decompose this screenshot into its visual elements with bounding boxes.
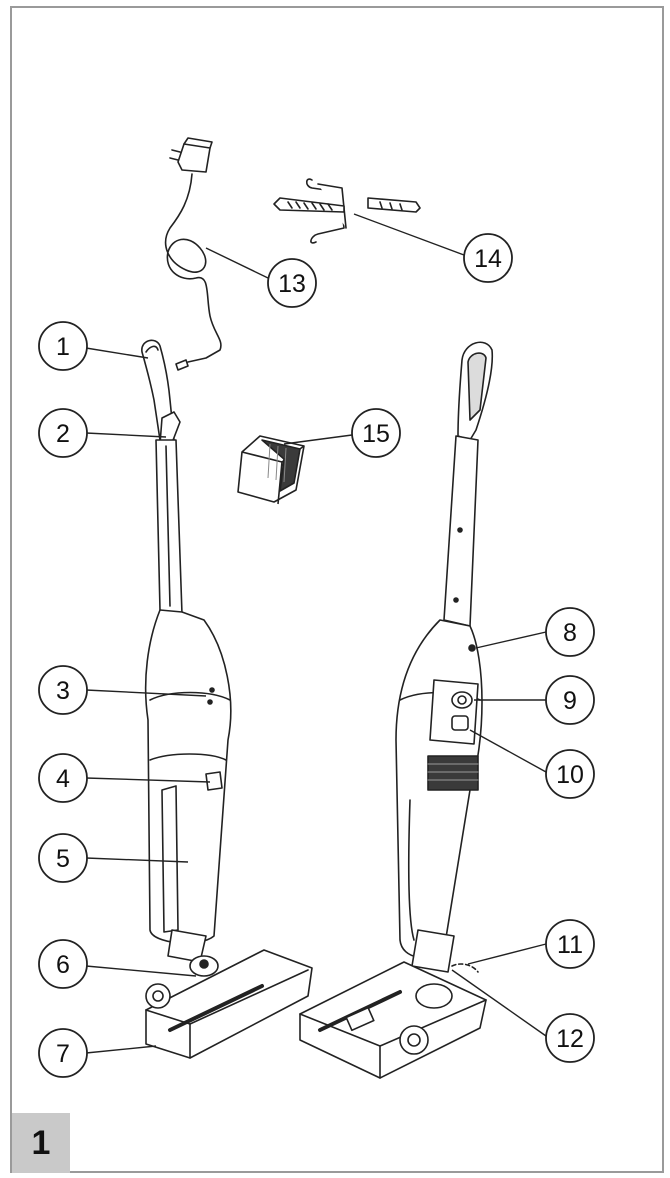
callout-2-label: 2 [56, 420, 70, 448]
callout-15-label: 15 [362, 420, 390, 448]
wall-bracket-illustration [273, 178, 421, 244]
callout-13-label: 13 [278, 270, 306, 298]
callout-6-label: 6 [56, 951, 70, 979]
callout-9-circle [545, 675, 595, 725]
figure-number: 1 [31, 1123, 51, 1162]
filter-illustration [237, 435, 305, 505]
callout-8-circle [545, 607, 595, 657]
charger-illustration [164, 137, 222, 371]
callout-14-circle [463, 233, 513, 283]
callout-4-circle [38, 753, 88, 803]
callout-8-label: 8 [563, 619, 577, 647]
callout-7-label: 7 [56, 1040, 70, 1068]
callout-2-circle [38, 408, 88, 458]
callout-12-label: 12 [556, 1025, 584, 1053]
callout-11-label: 11 [557, 931, 583, 959]
callout-11-circle [545, 919, 595, 969]
callout-10-label: 10 [556, 761, 584, 789]
callout-10-circle [545, 749, 595, 799]
callout-7-circle [38, 1028, 88, 1078]
callout-1-label: 1 [56, 333, 70, 361]
figure-number-tab: 1 [12, 1113, 70, 1173]
vacuum-front-view [141, 339, 313, 1059]
leader-lines [85, 213, 547, 1054]
callout-5-circle [38, 833, 88, 883]
callout-6-circle [38, 939, 88, 989]
callout-circles [38, 233, 595, 1078]
callout-5-label: 5 [56, 845, 70, 873]
callout-4-label: 4 [56, 765, 70, 793]
callout-15-circle [351, 408, 401, 458]
callout-12-circle [545, 1013, 595, 1063]
callout-labels: 1 2 3 4 5 6 7 8 9 10 11 12 13 14 15 [56, 245, 584, 1068]
callout-14-label: 14 [474, 245, 502, 273]
callout-3-circle [38, 665, 88, 715]
vacuum-rear-view [299, 341, 494, 1079]
callout-13-circle [267, 258, 317, 308]
callout-1-circle [38, 321, 88, 371]
callout-3-label: 3 [56, 677, 70, 705]
page-border [10, 6, 664, 1173]
callout-9-label: 9 [563, 687, 577, 715]
